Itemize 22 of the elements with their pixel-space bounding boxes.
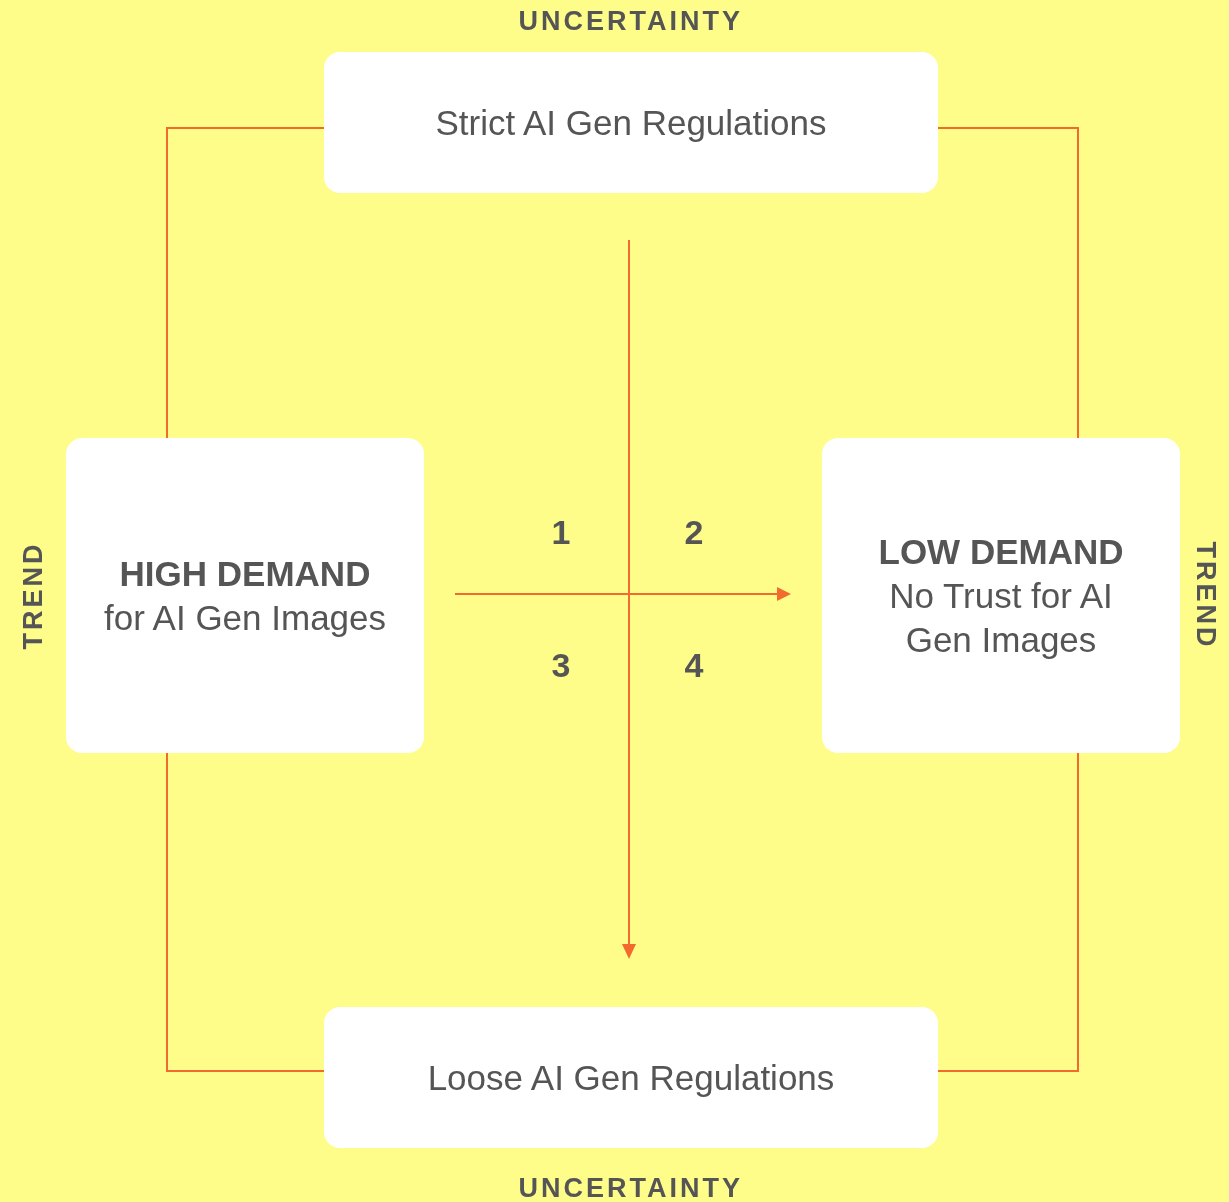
- box-text: Strict AI Gen Regulations: [435, 101, 827, 144]
- axis-label: TREND: [1189, 541, 1221, 649]
- quadrant-number: 3: [551, 645, 571, 685]
- axis-label: UNCERTAINTY: [518, 5, 743, 37]
- connector-line: [166, 127, 325, 439]
- connector-line: [937, 752, 1079, 1072]
- scenario-box: [822, 438, 1180, 753]
- connector-line: [166, 752, 325, 1072]
- box-text: for AI Gen Images: [103, 596, 387, 639]
- condition-box: [324, 1007, 938, 1148]
- condition-box: [324, 52, 938, 193]
- quadrant-number: 4: [684, 645, 704, 685]
- axis-label: UNCERTAINTY: [518, 1172, 743, 1202]
- connector-line: [937, 127, 1079, 439]
- box-text: Loose AI Gen Regulations: [427, 1056, 835, 1099]
- quadrant-number: 2: [684, 512, 704, 552]
- axis-label: TREND: [17, 541, 49, 649]
- quadrant-number: 1: [551, 512, 571, 552]
- box-text: No Trust for AI Gen Images: [888, 574, 1114, 661]
- scenario-heading: HIGH DEMAND: [119, 552, 371, 595]
- scenario-box: [66, 438, 424, 753]
- scenario-heading: LOW DEMAND: [878, 530, 1124, 573]
